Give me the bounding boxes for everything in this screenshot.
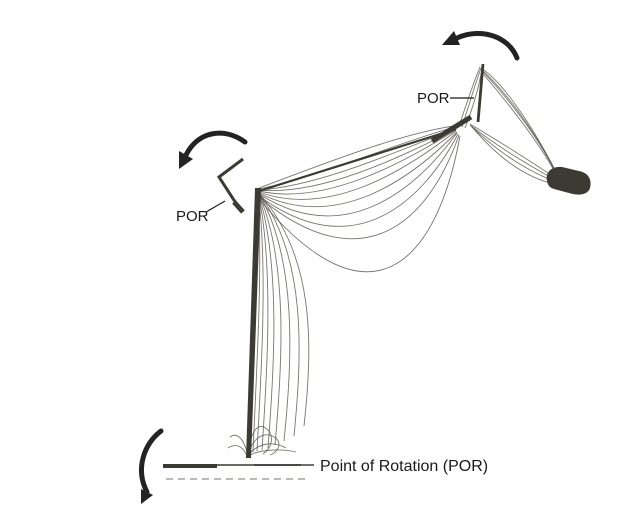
- por-label-top: POR: [417, 90, 450, 107]
- rotation-arrow-bottom-icon: [139, 428, 164, 504]
- upper-arm-sweep-lines: [258, 125, 461, 273]
- elbow-bracket-heavy: [232, 200, 245, 214]
- leader-line-middle: [205, 200, 226, 213]
- por-label-base: Point of Rotation (POR): [320, 458, 488, 475]
- top-sweep-lines: [469, 67, 560, 186]
- upper-arm: [258, 127, 457, 193]
- mast-segment: [476, 63, 485, 123]
- rotation-arrow-middle-icon: [179, 130, 248, 169]
- base-sweep-lines: [227, 426, 297, 457]
- por-label-middle: POR: [176, 208, 209, 225]
- shoulder-joint: [430, 114, 473, 144]
- elbow-bracket: [216, 157, 244, 212]
- lower-arm: [246, 188, 261, 458]
- rotation-arrow-top-icon: [442, 31, 520, 61]
- end-effector-detail: [577, 180, 589, 192]
